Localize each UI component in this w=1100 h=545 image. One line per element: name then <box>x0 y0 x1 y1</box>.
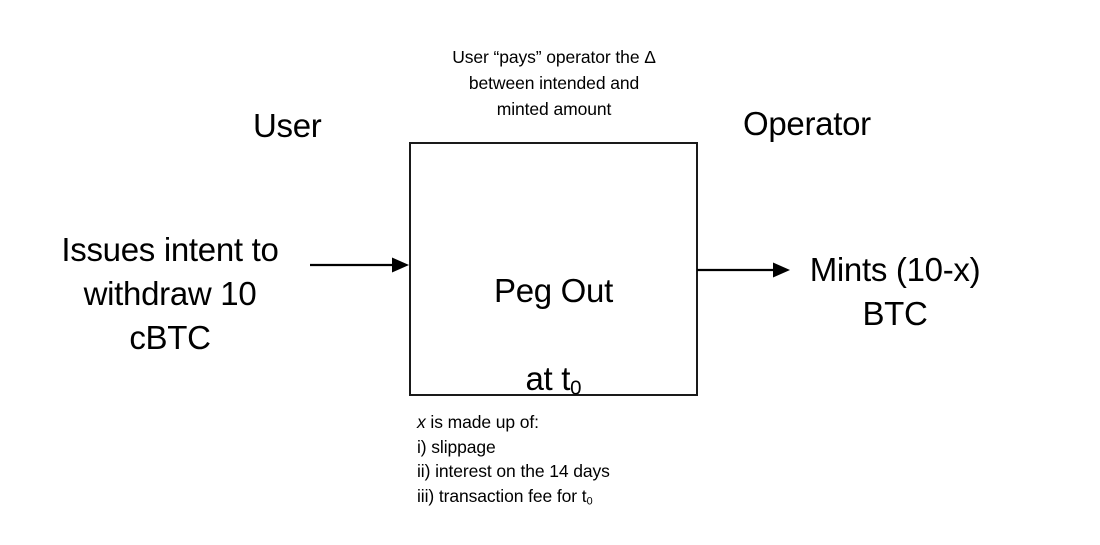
peg-out-box-line2: at t0 <box>409 313 698 411</box>
arrow-pegout-to-operator <box>697 262 790 278</box>
footnote-variable: x <box>417 412 426 432</box>
peg-out-time-prefix: at t <box>525 360 571 397</box>
footnote-item-iii-subscript: 0 <box>586 494 593 507</box>
footnote-item-i: i) slippage <box>417 436 496 457</box>
footnote-item-iii-text: iii) transaction fee for t <box>417 485 587 506</box>
peg-out-caption: User “pays” operator the Δ between inten… <box>452 47 656 119</box>
footnote-item-ii: ii) interest on the 14 days <box>417 461 610 481</box>
peg-out-box <box>409 142 698 396</box>
peg-out-box-line1: Peg Out <box>494 272 613 309</box>
footnote-heading-rest: is made up of: <box>425 412 539 432</box>
user-action-text: Issues intent to withdraw 10 cBTC <box>61 231 279 356</box>
footnote-item-iii: iii) transaction fee for t0 <box>417 484 610 514</box>
peg-out-box-label: Peg Out at t0 <box>409 225 698 455</box>
footnote-heading: x is made up of: <box>417 410 610 435</box>
role-label-user: User <box>253 107 322 144</box>
peg-out-time-subscript: 0 <box>570 376 582 400</box>
footnote-list: x is made up of: i) slippage ii) interes… <box>417 410 610 513</box>
arrow-user-to-pegout <box>310 257 409 273</box>
role-label-operator: Operator <box>743 105 871 142</box>
operator-action-text: Mints (10-x) BTC <box>809 251 981 332</box>
